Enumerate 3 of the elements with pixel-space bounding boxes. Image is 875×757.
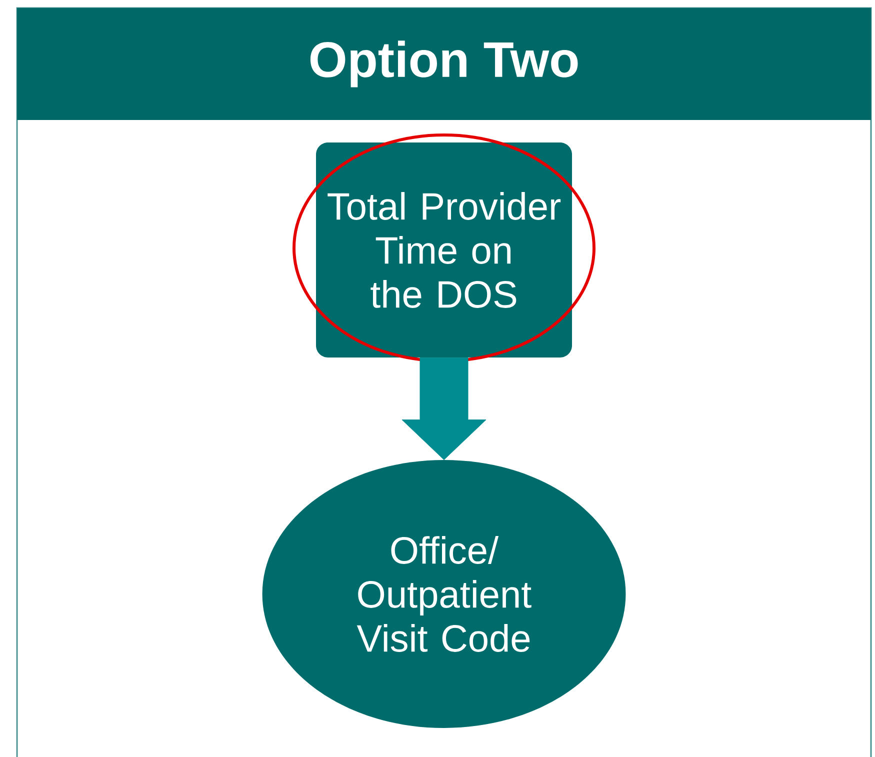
title-band: Option Two [17,8,871,120]
process-box: Total Provider Time on the DOS [316,142,572,358]
arrow [402,357,486,460]
